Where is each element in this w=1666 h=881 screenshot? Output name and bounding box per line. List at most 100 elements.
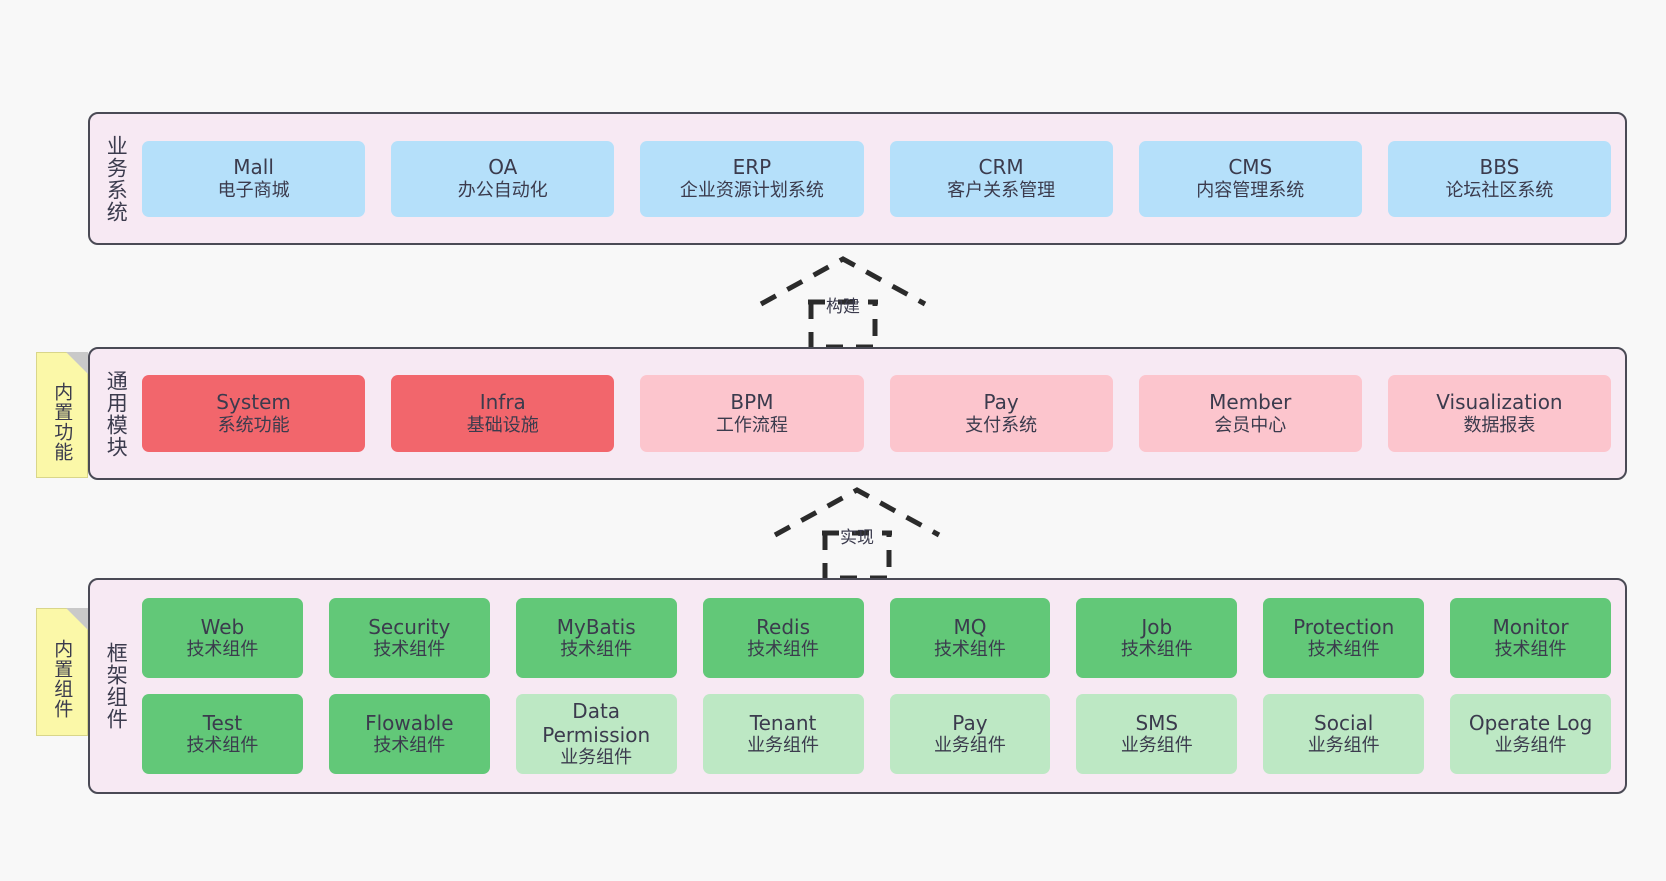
card-title: CRM (978, 155, 1024, 180)
card-title: Tenant (749, 710, 817, 735)
note-label: 内置功能 (51, 382, 74, 462)
card-protection[interactable]: Protection 技术组件 (1263, 598, 1425, 678)
card-row: Test 技术组件 Flowable 技术组件 Data Permission … (142, 694, 1611, 774)
card-title: Protection (1293, 614, 1395, 639)
card-title: Data Permission (542, 698, 651, 748)
card-subtitle: 技术组件 (1307, 639, 1380, 661)
card-member[interactable]: Member 会员中心 (1138, 375, 1362, 452)
card-web[interactable]: Web 技术组件 (142, 598, 303, 678)
card-social[interactable]: Social 业务组件 (1263, 694, 1425, 774)
card-subtitle: 技术组件 (933, 639, 1006, 661)
layer-title-business-system: 业务系统 (104, 134, 129, 223)
card-title: Security (368, 614, 451, 639)
card-security[interactable]: Security 技术组件 (328, 598, 490, 678)
card-subtitle: 业务组件 (1307, 735, 1380, 757)
card-subtitle: 业务组件 (560, 747, 633, 769)
card-monitor[interactable]: Monitor 技术组件 (1450, 598, 1611, 678)
layer-business-system: 业务系统 Mall 电子商城 OA 办公自动化 ERP 企业资源计划系统 CRM… (88, 112, 1627, 245)
card-title: Social (1314, 710, 1374, 735)
layer-body-common-module: System 系统功能 Infra 基础设施 BPM 工作流程 Pay 支付系统… (142, 349, 1625, 478)
card-subtitle: 业务组件 (1494, 735, 1567, 757)
connector-label-implement: 实现 (840, 528, 874, 548)
card-subtitle: 客户关系管理 (947, 179, 1056, 201)
card-subtitle: 业务组件 (747, 735, 820, 757)
card-title: Member (1209, 390, 1292, 415)
card-subtitle: 论坛社区系统 (1445, 179, 1554, 201)
card-title: Visualization (1436, 390, 1563, 415)
card-mybatis[interactable]: MyBatis 技术组件 (515, 598, 677, 678)
card-crm[interactable]: CRM 客户关系管理 (889, 140, 1113, 217)
card-data-permission[interactable]: Data Permission 业务组件 (515, 694, 677, 774)
card-flowable[interactable]: Flowable 技术组件 (328, 694, 490, 774)
card-redis[interactable]: Redis 技术组件 (702, 598, 864, 678)
card-title: System (216, 390, 291, 415)
card-subtitle: 技术组件 (186, 735, 259, 757)
card-subtitle: 内容管理系统 (1196, 179, 1305, 201)
card-subtitle: 技术组件 (1120, 639, 1193, 661)
card-mall[interactable]: Mall 电子商城 (142, 140, 366, 217)
layer-common-module: 通用模块 System 系统功能 Infra 基础设施 BPM 工作流程 Pay… (88, 347, 1627, 480)
card-subtitle: 办公自动化 (457, 179, 548, 201)
card-title: Job (1141, 614, 1173, 639)
card-pay[interactable]: Pay 支付系统 (889, 375, 1113, 452)
card-tenant[interactable]: Tenant 业务组件 (702, 694, 864, 774)
card-pay-business[interactable]: Pay 业务组件 (889, 694, 1051, 774)
layer-title-framework-component: 框架组件 (104, 642, 129, 730)
card-title: Test (202, 710, 243, 735)
card-subtitle: 支付系统 (965, 414, 1038, 436)
note-label: 内置组件 (51, 639, 74, 719)
card-row: System 系统功能 Infra 基础设施 BPM 工作流程 Pay 支付系统… (142, 375, 1612, 452)
layer-framework-component: 框架组件 Web 技术组件 Security 技术组件 MyBatis 技术组件… (88, 578, 1627, 794)
card-subtitle: 技术组件 (373, 735, 446, 757)
card-erp[interactable]: ERP 企业资源计划系统 (640, 140, 864, 217)
layer-title-common-module: 通用模块 (104, 369, 129, 458)
card-sms[interactable]: SMS 业务组件 (1076, 694, 1238, 774)
card-subtitle: 电子商城 (217, 179, 290, 201)
card-title: BPM (730, 390, 774, 415)
card-title: Mall (233, 155, 274, 180)
card-job[interactable]: Job 技术组件 (1076, 598, 1238, 678)
card-subtitle: 技术组件 (186, 639, 259, 661)
card-operate-log[interactable]: Operate Log 业务组件 (1450, 694, 1611, 774)
card-visualization[interactable]: Visualization 数据报表 (1387, 375, 1612, 452)
card-bbs[interactable]: BBS 论坛社区系统 (1387, 140, 1612, 217)
card-row: Mall 电子商城 OA 办公自动化 ERP 企业资源计划系统 CRM 客户关系… (142, 140, 1612, 217)
card-subtitle: 技术组件 (373, 639, 446, 661)
layer-body-business-system: Mall 电子商城 OA 办公自动化 ERP 企业资源计划系统 CRM 客户关系… (142, 114, 1625, 243)
card-subtitle: 业务组件 (1120, 735, 1193, 757)
card-title: MQ (953, 614, 987, 639)
card-title: OA (488, 155, 518, 180)
card-title: BBS (1479, 155, 1520, 180)
card-subtitle: 企业资源计划系统 (679, 179, 824, 201)
card-cms[interactable]: CMS 内容管理系统 (1138, 140, 1362, 217)
card-subtitle: 工作流程 (715, 414, 788, 436)
card-title: Flowable (365, 710, 454, 735)
card-subtitle: 数据报表 (1463, 414, 1536, 436)
card-subtitle: 会员中心 (1214, 414, 1287, 436)
connector-build: 构建 (758, 254, 928, 350)
card-title: ERP (732, 155, 772, 180)
card-infra[interactable]: Infra 基础设施 (391, 375, 615, 452)
card-title: SMS (1135, 710, 1179, 735)
card-title: Monitor (1492, 614, 1569, 639)
card-title: Web (200, 614, 245, 639)
card-title: Operate Log (1468, 710, 1593, 735)
card-row: Web 技术组件 Security 技术组件 MyBatis 技术组件 Redi… (142, 598, 1611, 678)
card-oa[interactable]: OA 办公自动化 (391, 140, 615, 217)
layer-body-framework-component: Web 技术组件 Security 技术组件 MyBatis 技术组件 Redi… (142, 580, 1625, 792)
card-system[interactable]: System 系统功能 (142, 375, 366, 452)
card-test[interactable]: Test 技术组件 (142, 694, 303, 774)
card-subtitle: 技术组件 (560, 639, 633, 661)
card-subtitle: 基础设施 (466, 414, 539, 436)
card-title: CMS (1228, 155, 1273, 180)
card-bpm[interactable]: BPM 工作流程 (640, 375, 864, 452)
card-subtitle: 业务组件 (933, 735, 1006, 757)
card-title: Pay (952, 710, 988, 735)
card-subtitle: 技术组件 (1494, 639, 1567, 661)
connector-implement: 实现 (772, 485, 942, 581)
card-title: Redis (756, 614, 811, 639)
card-mq[interactable]: MQ 技术组件 (889, 598, 1051, 678)
note-builtin-component: 内置组件 (36, 608, 88, 736)
card-title: Infra (479, 390, 526, 415)
